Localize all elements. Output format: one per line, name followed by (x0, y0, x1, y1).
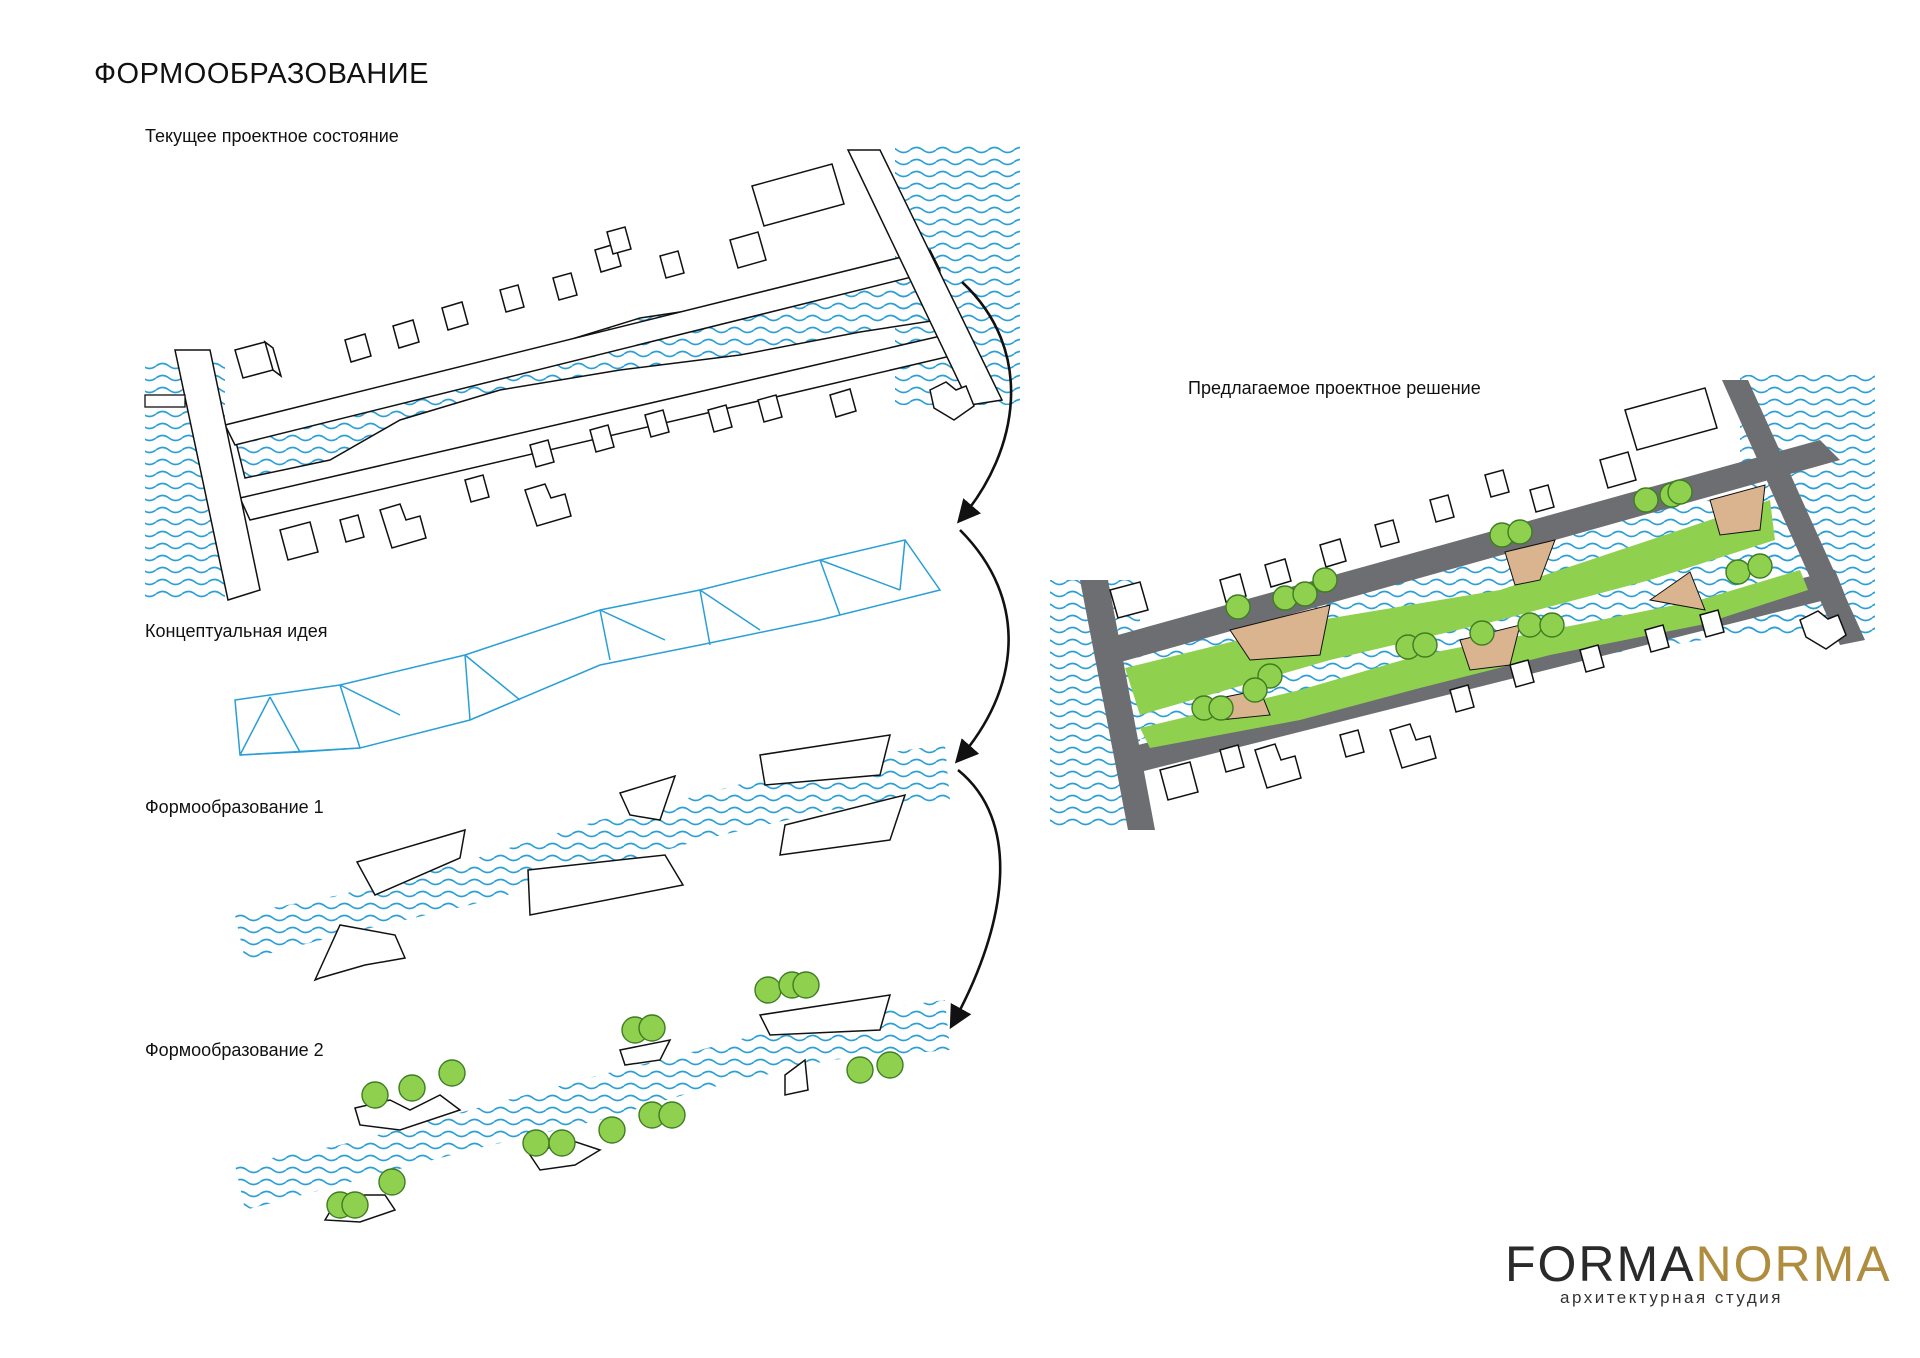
concept-diagram (234, 539, 942, 756)
label-proposed: Предлагаемое проектное решение (1188, 378, 1481, 398)
buildings-proposed (1109, 387, 1847, 801)
trees-forming-2 (326, 971, 904, 1219)
page-title: ФОРМООБРАЗОВАНИЕ (94, 58, 429, 90)
arrow-3 (949, 768, 1002, 1030)
forming-1-river (235, 745, 950, 960)
arrow-1 (956, 281, 1013, 524)
label-current-state: Текущее проектное состояние (145, 126, 399, 146)
green-zone-north (1125, 500, 1775, 715)
label-forming-2: Формообразование 2 (145, 1040, 324, 1060)
proposed-plan (1050, 375, 1875, 830)
forming-2-diagram (235, 971, 950, 1223)
current-state-plan (144, 145, 1020, 601)
flow-arrows (949, 281, 1013, 1030)
logo-subtitle: архитектурная студия (1560, 1288, 1783, 1307)
label-forming-1: Формообразование 1 (145, 797, 324, 817)
forming-1-diagram (235, 734, 950, 982)
bridge-left (174, 349, 261, 601)
logo-norma: NORMA (1695, 1236, 1892, 1292)
concept-outline (234, 539, 942, 756)
proposed-bridge-right (1722, 380, 1865, 645)
proposed-bridge-left (1080, 580, 1155, 830)
forming-2-river (235, 1000, 950, 1210)
road-north (223, 249, 942, 446)
arrow-2 (954, 529, 1010, 764)
bridge-right (846, 149, 1004, 406)
label-concept: Концептуальная идея (145, 621, 328, 641)
logo-forma: FORMA (1505, 1236, 1696, 1292)
trees-proposed (1191, 479, 1773, 721)
pier (144, 394, 186, 408)
logo: FORMANORMA (1505, 1235, 1892, 1293)
buildings-current (234, 163, 975, 561)
